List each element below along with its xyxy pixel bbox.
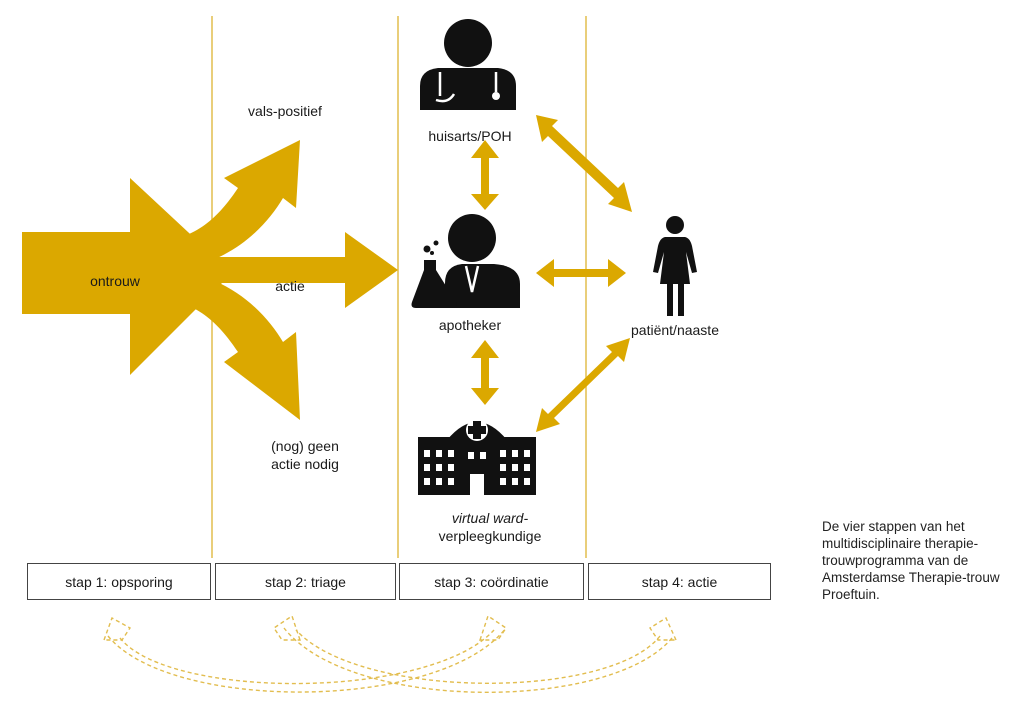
person-icon [653, 216, 697, 316]
non-adherence-arrow [22, 178, 232, 375]
action-arrow [160, 232, 398, 308]
false-positive-arrow [160, 140, 300, 270]
step-3-box: stap 3: coördinatie [399, 563, 584, 600]
no-action-label-line1: (nog) geen [271, 438, 339, 454]
cycle-arrows [103, 614, 678, 693]
arrow-ward-patient [536, 338, 630, 432]
pharmacist-label: apotheker [438, 317, 502, 333]
arrow-pharmacist-ward [471, 340, 499, 405]
pharmacist-flask-icon [411, 214, 520, 308]
source-label: ontrouw [90, 273, 140, 289]
no-action-label-line2: actie nodig [271, 456, 339, 472]
ward-italic-label: virtual ward- [451, 510, 529, 526]
ward-role-label: verpleegkundige [438, 528, 542, 544]
step-1-box: stap 1: opsporing [27, 563, 211, 600]
arrow-pharmacist-patient [536, 259, 626, 287]
patient-label: patiënt/naaste [631, 322, 719, 338]
figure-caption: De vier stappen van het multidisciplinai… [822, 519, 1000, 602]
false-positive-label: vals-positief [248, 103, 322, 119]
arrow-gp-patient [536, 115, 632, 212]
arrow-gp-pharmacist [471, 140, 499, 210]
gp-label: huisarts/POH [428, 128, 512, 144]
action-label: actie [275, 278, 305, 294]
step-2-box: stap 2: triage [215, 563, 396, 600]
step-4-box: stap 4: actie [588, 563, 771, 600]
doctor-stethoscope-icon [420, 19, 516, 110]
hospital-icon [418, 419, 536, 495]
